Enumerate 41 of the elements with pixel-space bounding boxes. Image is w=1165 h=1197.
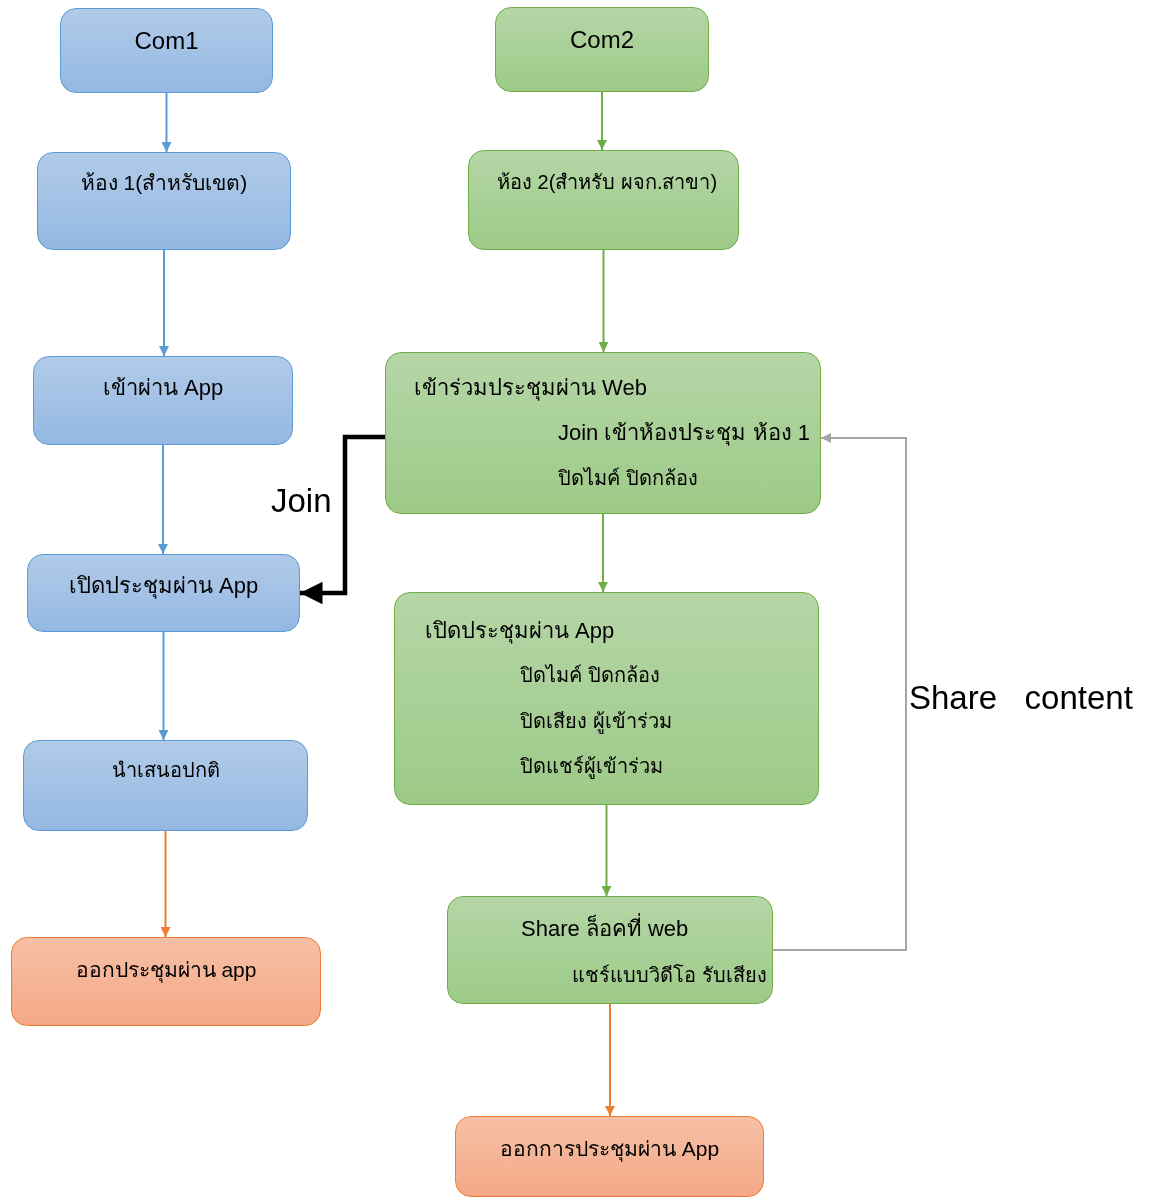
arrow (160, 830, 171, 938)
box-title: ห้อง 2(สำหรับ ผจก.สาขา) (497, 171, 718, 194)
arrow (598, 249, 609, 353)
process-box (495, 7, 709, 92)
list-box (394, 592, 819, 805)
arrow (158, 631, 169, 741)
box-title: เปิดประชุมผ่าน App (67, 573, 260, 599)
list-item: แชร์แบบวิดีโอ รับเสียง (572, 964, 767, 987)
arrow (605, 1003, 615, 1117)
box-title: ออกประชุมผ่าน app (74, 958, 258, 983)
box-title: เข้าผ่าน App (101, 375, 225, 401)
arrow (601, 804, 612, 897)
box-title: ห้อง 1(สำหรับเขต) (79, 171, 249, 196)
box-title: เปิดประชุมผ่าน App (425, 618, 615, 644)
list-item: Join เข้าห้องประชุม ห้อง 1 (558, 420, 810, 446)
list-box (447, 896, 773, 1004)
arrow (158, 444, 168, 555)
process-box (455, 1116, 764, 1197)
arrow (300, 434, 385, 605)
arrow (161, 92, 172, 153)
box-title: นำเสนอปกติ (110, 759, 221, 782)
arrow (597, 91, 607, 151)
list-item: ปิดแชร์ผู้เข้าร่วม (520, 755, 663, 778)
list-item: ปิดไมค์ ปิดกล้อง (520, 664, 660, 687)
box-title: ออกการประชุมผ่าน App (498, 1137, 721, 1162)
process-box (27, 554, 300, 632)
list-item: ปิดไมค์ ปิดกล้อง (558, 467, 698, 490)
box-title: Com1 (133, 27, 200, 55)
process-box (37, 152, 291, 250)
process-box (33, 356, 293, 445)
process-box (23, 740, 308, 831)
process-box (11, 937, 321, 1026)
box-title: Com2 (569, 26, 635, 54)
arrow (598, 513, 608, 593)
arrow (159, 249, 169, 357)
arrow (772, 433, 907, 951)
box-title: เข้าร่วมประชุมผ่าน Web (414, 375, 647, 401)
process-box (60, 8, 273, 93)
process-box (468, 150, 739, 250)
list-item: ปิดเสียง ผู้เข้าร่วม (520, 710, 672, 733)
list-box (385, 352, 821, 514)
